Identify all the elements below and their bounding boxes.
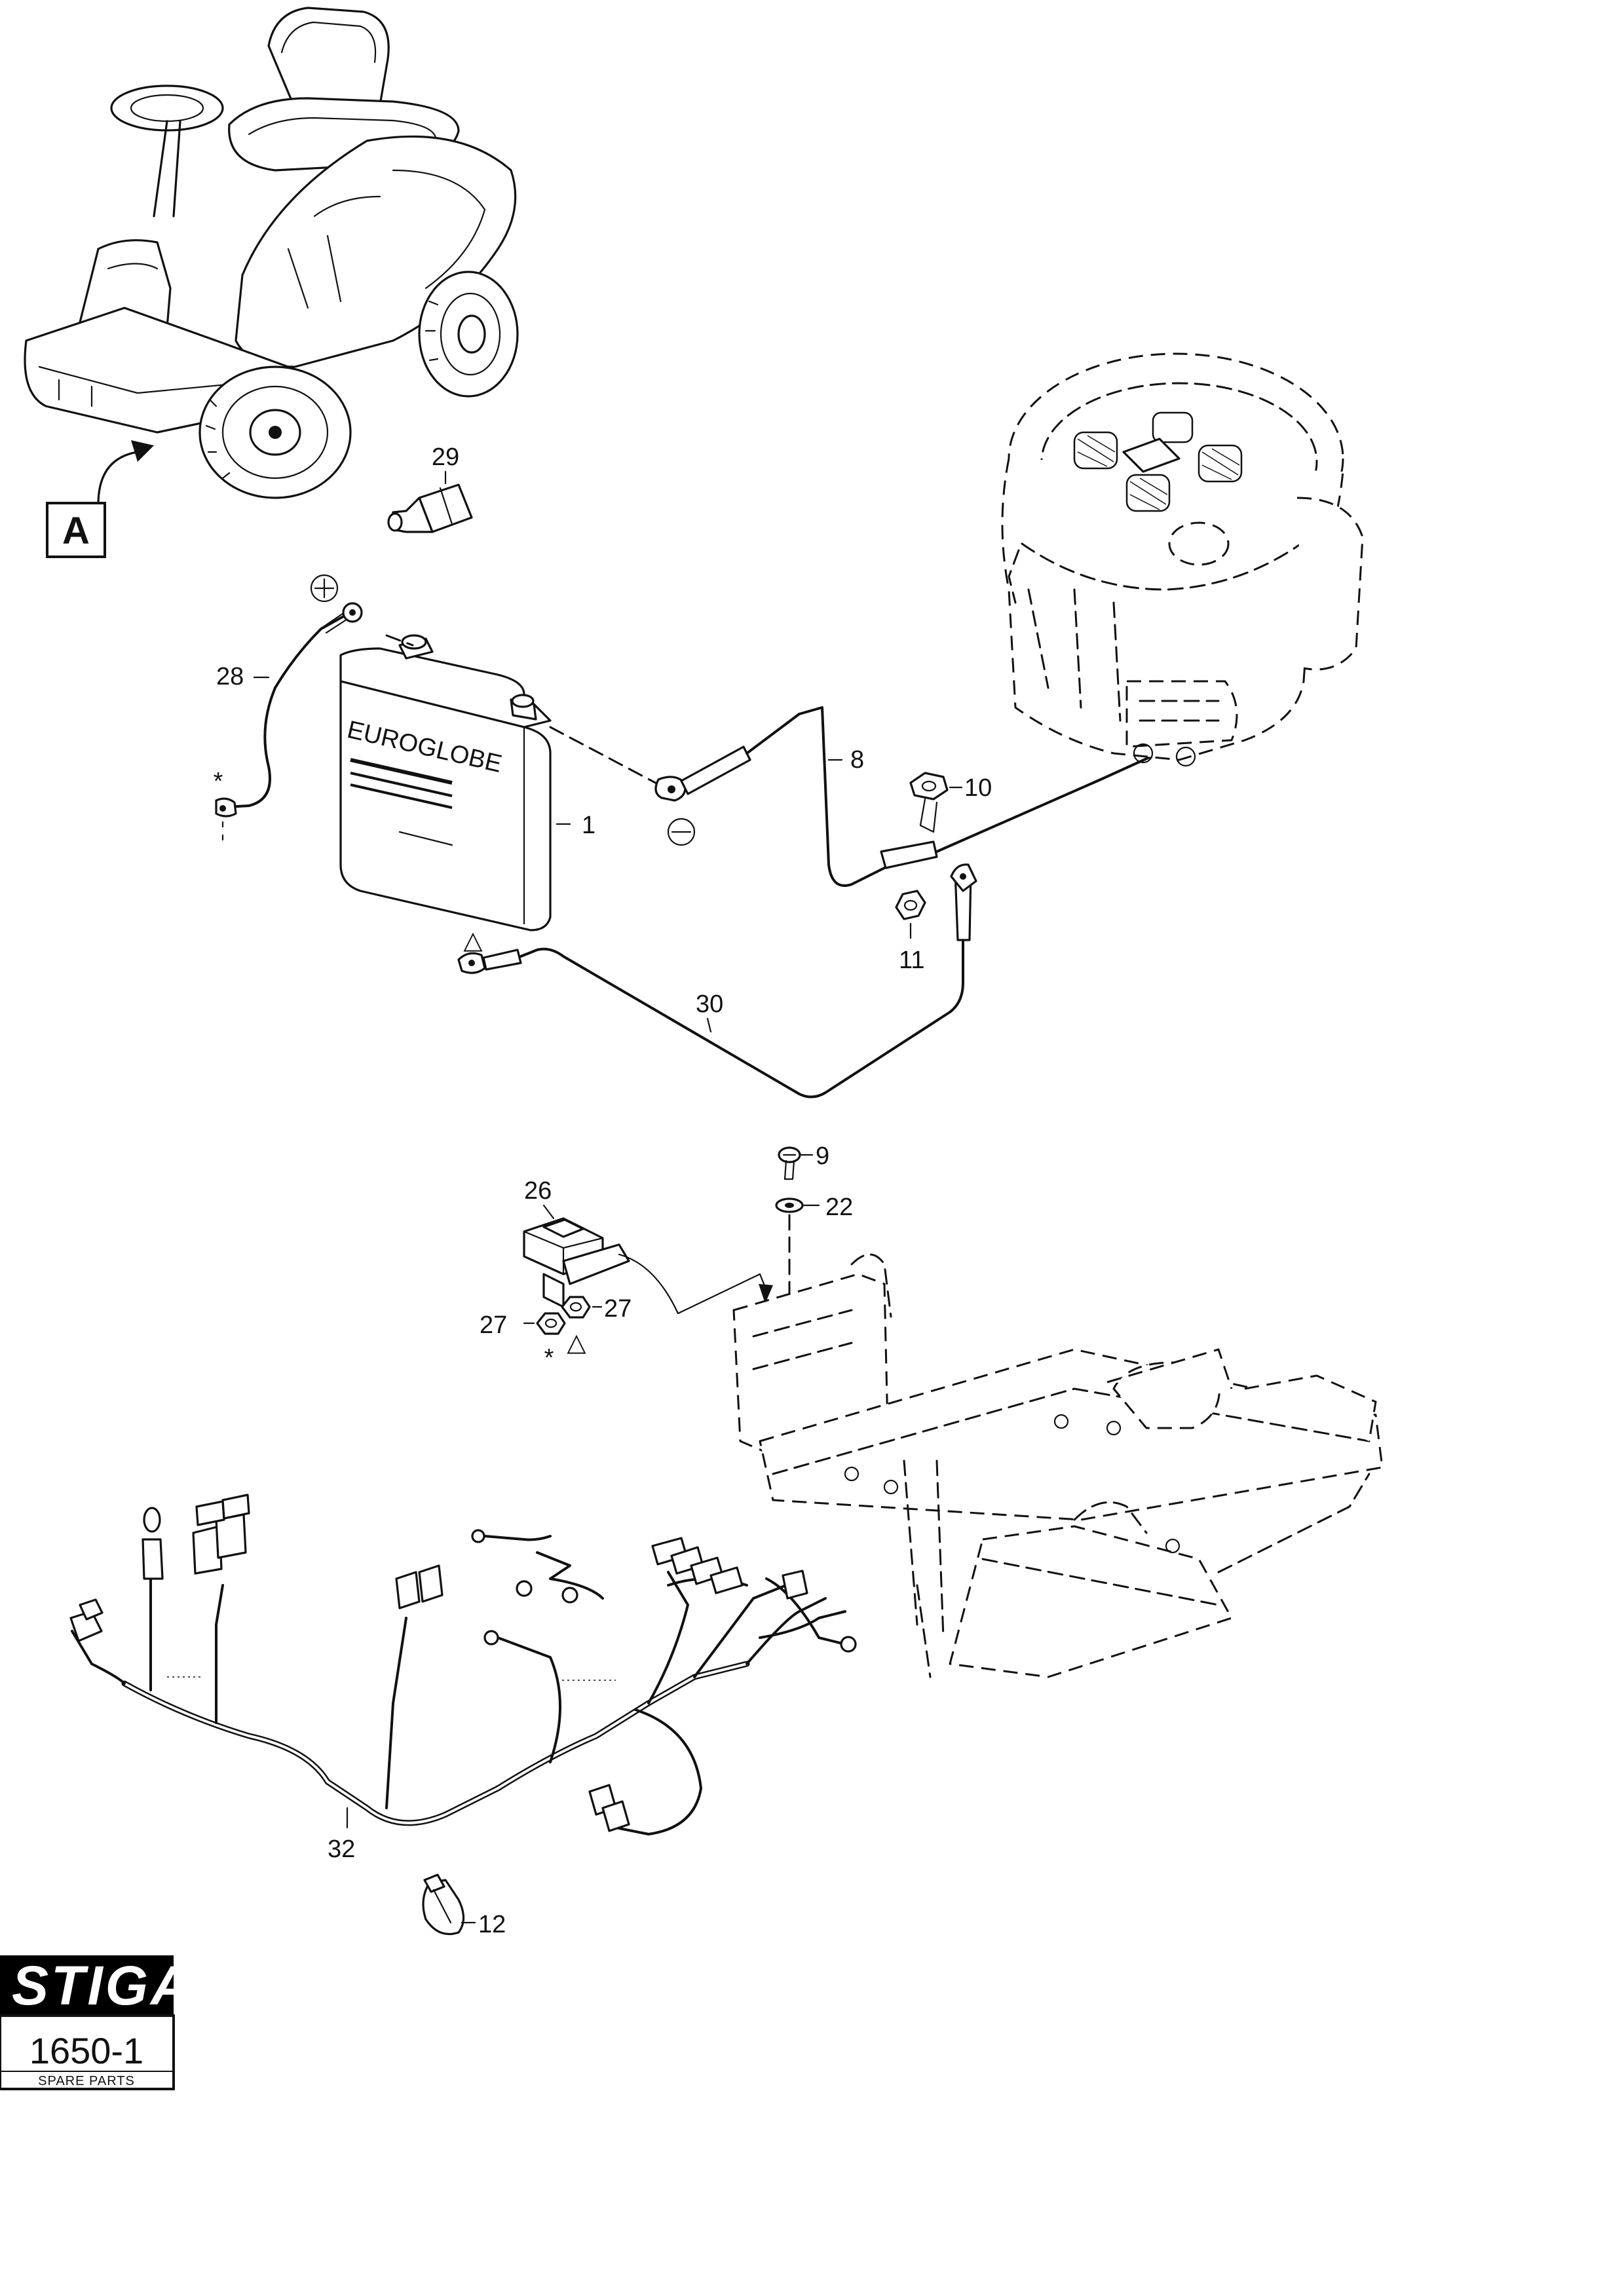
- view-callout-a: A: [46, 440, 154, 558]
- label-8: 8: [850, 746, 864, 774]
- symbol-triangle-30: △: [463, 927, 483, 954]
- label-22: 22: [825, 1194, 853, 1221]
- riding-mower-illustration: [24, 7, 519, 499]
- part-32-wiring-harness: 32: [69, 1494, 857, 1863]
- symbol-star-27: *: [544, 1344, 554, 1372]
- label-1: 1: [582, 812, 595, 839]
- part-29-plug: 29: [387, 443, 473, 533]
- spare-parts-label: SPARE PARTS: [38, 2074, 135, 2088]
- label-28: 28: [216, 663, 244, 690]
- part-8-negative-cable: 8: [549, 706, 938, 887]
- harness-connector: [69, 1494, 808, 1832]
- part-22-washer: 22: [775, 1194, 853, 1295]
- engine-illustration: [1001, 352, 1364, 767]
- label-32: 32: [328, 1835, 355, 1863]
- part-10-nut: 10: [909, 772, 992, 833]
- label-27b: 27: [604, 1295, 632, 1323]
- label-11: 11: [899, 947, 924, 974]
- brand-logo: STIGA: [12, 1955, 193, 2016]
- symbol-triangle-27: △: [567, 1329, 586, 1357]
- part-27-nut-left: 27 *: [480, 1311, 566, 1372]
- model-code: 1650-1: [29, 2030, 143, 2071]
- symbol-star-28: *: [214, 768, 223, 795]
- label-26: 26: [524, 1177, 552, 1205]
- harness-ring-terminal: [471, 1529, 857, 1653]
- label-27a: 27: [480, 1311, 507, 1339]
- part-9-screw: 9: [778, 1142, 829, 1180]
- engine-connector-cable: [935, 745, 1174, 853]
- label-30: 30: [696, 990, 723, 1018]
- engine-cooling-grille: [1073, 411, 1243, 512]
- part-30-ground-cable: △ 30: [457, 863, 977, 1099]
- callout-letter: A: [62, 510, 90, 552]
- part-12-cable-tie: 12: [422, 1873, 506, 1938]
- part-27-nut-right: 27 △: [561, 1295, 632, 1357]
- label-10: 10: [964, 774, 992, 802]
- part-28-positive-cable: * 28: [214, 574, 414, 841]
- label-12: 12: [478, 1911, 506, 1938]
- part-26-relay: 26: [523, 1177, 773, 1315]
- chassis-frame-illustration: [732, 1253, 1384, 1678]
- part-1-battery: EUROGLOBE 1: [339, 634, 595, 932]
- label-9: 9: [816, 1142, 829, 1170]
- label-29: 29: [432, 443, 459, 471]
- stiga-logo-block: STIGA 1650-1 SPARE PARTS: [0, 1955, 193, 2090]
- part-11-nut: 11: [895, 890, 926, 974]
